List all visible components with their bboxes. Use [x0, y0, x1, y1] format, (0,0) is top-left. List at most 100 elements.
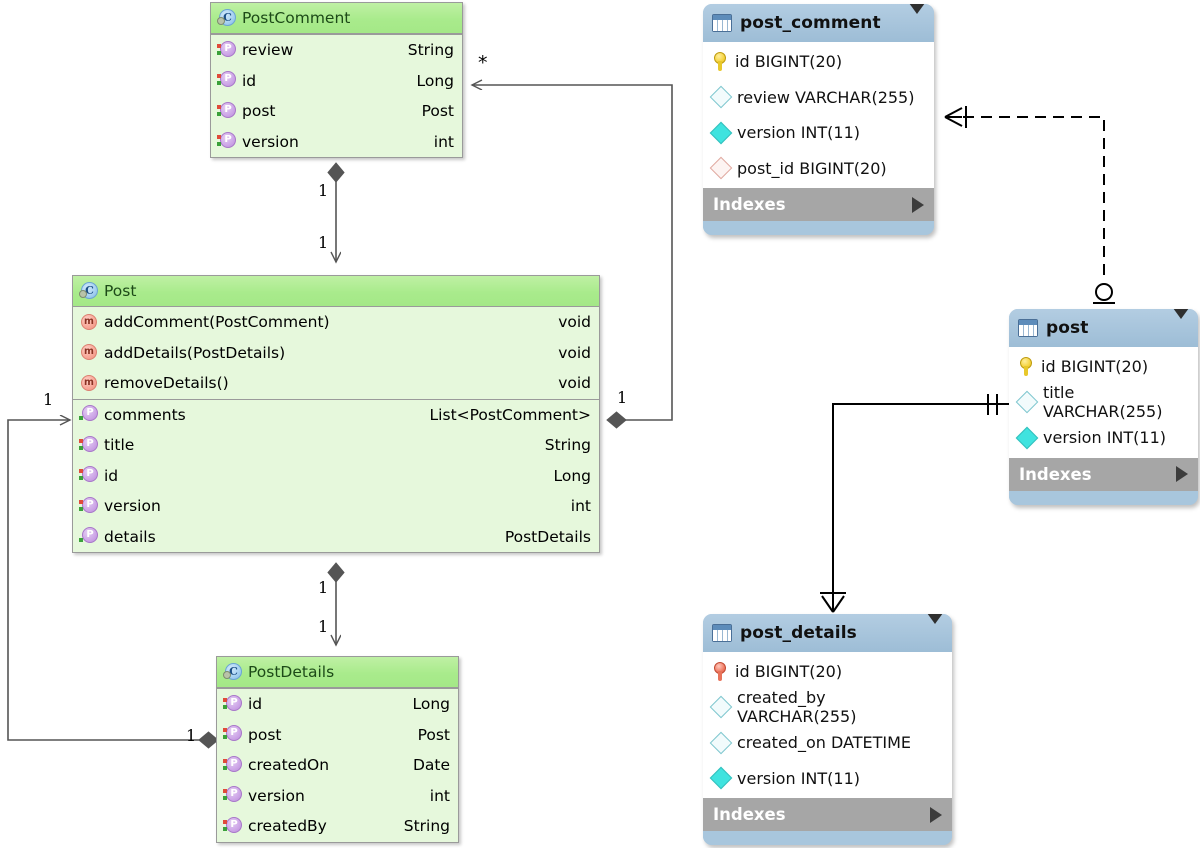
expand-arrow-icon[interactable] [1176, 466, 1188, 482]
property-icon: P [79, 527, 98, 546]
class-methods-post: m addComment(PostComment) void m addDeta… [73, 307, 599, 399]
column-text: review VARCHAR(255) [737, 87, 915, 107]
class-property-row[interactable]: P title String [73, 430, 599, 461]
chevron-down-icon[interactable] [927, 614, 943, 643]
er-indexes-post-comment[interactable]: Indexes [703, 188, 934, 221]
column-text: id BIGINT(20) [1041, 357, 1149, 377]
class-property-row[interactable]: P id Long [217, 689, 458, 720]
property-type: List<PostComment> [429, 405, 591, 424]
column-notnull-icon [1015, 426, 1039, 450]
er-table-post[interactable]: post id BIGINT(20) title VARCHAR(255) ve… [1009, 309, 1198, 505]
column-text: created_by VARCHAR(255) [737, 688, 857, 727]
property-icon: P [223, 816, 242, 836]
method-name: removeDetails() [104, 374, 229, 393]
er-table-header-post[interactable]: post [1009, 309, 1198, 347]
er-table-post-comment[interactable]: post_comment id BIGINT(20) review VARCHA… [703, 4, 934, 235]
property-name: review [242, 41, 294, 60]
er-column-row[interactable]: version INT(11) [1009, 420, 1198, 456]
er-columns-post-comment: id BIGINT(20) review VARCHAR(255) versio… [703, 42, 934, 188]
chevron-down-icon[interactable] [909, 4, 925, 33]
assoc-postcomment-post [327, 162, 345, 262]
er-column-row[interactable]: id BIGINT(20) [1009, 349, 1198, 385]
assoc-post-postdetails [327, 562, 345, 645]
property-name: version [242, 132, 299, 151]
table-name: post_comment [740, 13, 881, 33]
property-type: Long [412, 695, 450, 714]
property-name: id [104, 466, 119, 485]
class-property-row[interactable]: P review String [211, 35, 462, 66]
class-property-row[interactable]: P details PostDetails [73, 522, 599, 553]
er-column-row[interactable]: created_on DATETIME [703, 725, 952, 761]
multiplicity-label: 1 [318, 233, 329, 252]
expand-arrow-icon[interactable] [912, 196, 924, 213]
primary-key-icon [713, 52, 727, 72]
class-properties-postdetails: P id Long P post Post P createdOn Date P… [217, 688, 458, 842]
property-type: String [544, 436, 591, 455]
er-column-row[interactable]: version INT(11) [703, 761, 952, 797]
primary-key-icon [1019, 357, 1033, 377]
class-icon: C [223, 662, 242, 682]
table-icon [712, 624, 732, 642]
er-column-row[interactable]: version INT(11) [703, 115, 934, 151]
er-column-row[interactable]: title VARCHAR(255) [1009, 383, 1198, 422]
er-column-row[interactable]: id BIGINT(20) [703, 654, 952, 690]
table-name: post [1046, 318, 1089, 338]
property-name: comments [104, 405, 186, 424]
class-properties-postcomment: P review String P id Long P post Post P … [211, 34, 462, 157]
class-method-row[interactable]: m removeDetails() void [73, 368, 599, 399]
class-property-row[interactable]: P version int [211, 127, 462, 158]
class-property-row[interactable]: P version int [217, 781, 458, 812]
property-type: Post [417, 725, 450, 744]
er-table-header-post-comment[interactable]: post_comment [703, 4, 934, 42]
property-icon: P [79, 496, 98, 516]
property-type: PostDetails [504, 527, 591, 546]
class-property-row[interactable]: P createdBy String [217, 811, 458, 842]
class-header-post[interactable]: C Post [73, 276, 599, 307]
rel-post-post-details [820, 394, 1010, 613]
column-text: post_id BIGINT(20) [737, 158, 887, 178]
class-property-row[interactable]: P version int [73, 491, 599, 522]
er-column-row[interactable]: id BIGINT(20) [703, 44, 934, 80]
er-indexes-post-details[interactable]: Indexes [703, 798, 952, 831]
property-type: int [433, 132, 454, 151]
class-property-row[interactable]: P id Long [73, 461, 599, 492]
table-icon [712, 14, 732, 32]
class-header-postcomment[interactable]: C PostComment [211, 3, 462, 34]
chevron-down-icon[interactable] [1173, 309, 1189, 338]
er-table-header-post-details[interactable]: post_details [703, 614, 952, 652]
class-method-row[interactable]: m addDetails(PostDetails) void [73, 338, 599, 369]
property-icon: P [79, 405, 98, 424]
class-header-postdetails[interactable]: C PostDetails [217, 657, 458, 688]
column-text: version INT(11) [737, 123, 860, 143]
uml-class-postcomment[interactable]: C PostComment P review String P id Long … [210, 2, 463, 158]
property-icon: P [217, 71, 236, 90]
property-icon: P [217, 40, 236, 60]
er-column-row[interactable]: created_by VARCHAR(255) [703, 688, 952, 727]
class-property-row[interactable]: P post Post [217, 720, 458, 751]
class-property-row[interactable]: P createdOn Date [217, 750, 458, 781]
class-property-row[interactable]: P post Post [211, 96, 462, 127]
class-property-row[interactable]: P comments List<PostComment> [73, 400, 599, 431]
property-icon: P [223, 694, 242, 714]
uml-class-post[interactable]: C Post m addComment(PostComment) void m … [72, 275, 600, 553]
method-return-type: void [558, 313, 591, 332]
er-columns-post-details: id BIGINT(20) created_by VARCHAR(255) cr… [703, 652, 952, 798]
er-indexes-post[interactable]: Indexes [1009, 457, 1198, 491]
method-return-type: void [558, 374, 591, 393]
er-table-post-details[interactable]: post_details id BIGINT(20) created_by VA… [703, 614, 952, 845]
class-name: PostComment [242, 9, 351, 27]
property-name: title [104, 436, 135, 455]
multiplicity-label: 1 [186, 726, 197, 745]
er-column-row[interactable]: post_id BIGINT(20) [703, 151, 934, 187]
er-column-row[interactable]: review VARCHAR(255) [703, 80, 934, 116]
column-text: title VARCHAR(255) [1043, 383, 1163, 422]
multiplicity-label: 1 [318, 578, 329, 597]
property-icon: P [217, 101, 236, 121]
class-property-row[interactable]: P id Long [211, 66, 462, 97]
uml-class-postdetails[interactable]: C PostDetails P id Long P post Post P cr… [216, 656, 459, 843]
property-type: String [403, 817, 450, 836]
expand-arrow-icon[interactable] [930, 806, 942, 823]
property-icon: P [223, 725, 242, 744]
property-type: Long [416, 71, 454, 90]
class-method-row[interactable]: m addComment(PostComment) void [73, 307, 599, 338]
